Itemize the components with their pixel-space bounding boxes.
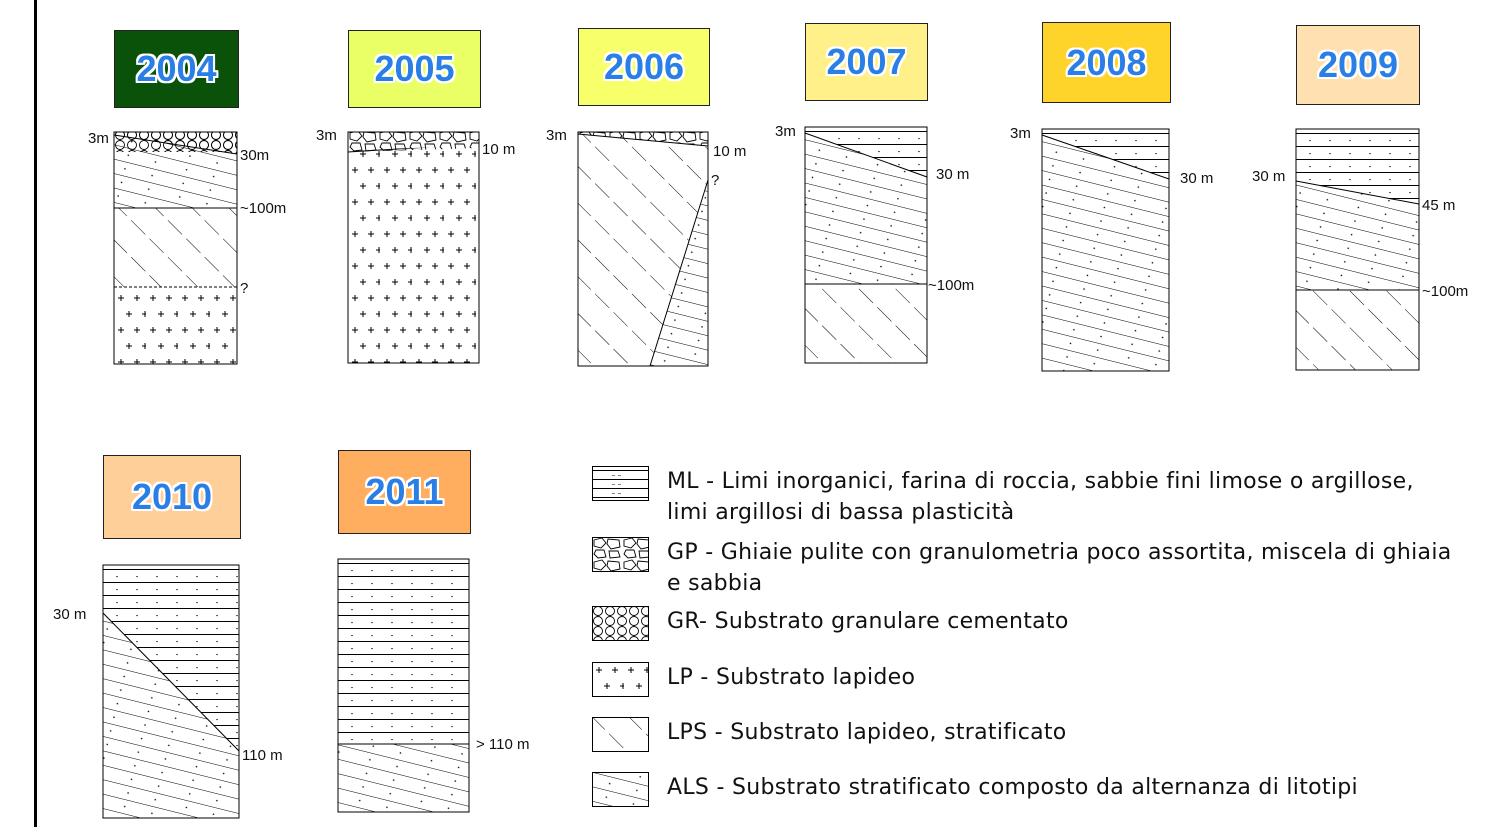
legend-text: GR- Substrato granulare cementato — [667, 609, 1069, 634]
year-box-2007: 2007 — [805, 23, 928, 101]
depth-label: ~100m — [240, 200, 287, 217]
legend-item-lp: LP - Substrato lapideo — [592, 662, 915, 697]
year-label: 2010 — [131, 476, 213, 517]
legend-text: GP - Ghiaie pulite con granulometria poc… — [667, 540, 1452, 565]
depth-label: ~100m — [1422, 283, 1469, 300]
depth-label: 30 m — [1180, 170, 1214, 187]
legend-text: LP - Substrato lapideo — [667, 665, 916, 690]
legend-item-als: ALS - Substrato stratificato composto da… — [592, 772, 1358, 807]
depth-label: ? — [240, 280, 249, 297]
depth-label: > 110 m — [476, 736, 530, 753]
depth-label: 3m — [316, 127, 337, 144]
depth-label: 3m — [546, 127, 567, 144]
depth-label: 30 m — [53, 606, 87, 623]
depth-label: ? — [711, 172, 720, 189]
log-column-2008 — [1041, 128, 1170, 372]
legend-text: ML - Limi inorganici, farina di roccia, … — [667, 469, 1414, 494]
depth-label: 10 m — [482, 141, 516, 158]
gr-pattern-icon — [592, 606, 649, 641]
legend-text-cont: e sabbia — [667, 571, 763, 596]
year-box-2010: 2010 — [103, 455, 241, 539]
als-pattern-icon — [592, 772, 649, 807]
log-column-2011 — [337, 558, 470, 813]
depth-label: 10 m — [713, 143, 747, 160]
log-column-2005 — [347, 131, 480, 364]
log-column-2010 — [102, 564, 240, 819]
year-box-2005: 2005 — [348, 30, 481, 108]
gp-pattern-icon — [592, 537, 649, 572]
depth-label: 110 m — [242, 747, 283, 764]
year-box-2008: 2008 — [1042, 22, 1171, 103]
year-label: 2008 — [1066, 41, 1147, 83]
depth-label: ~100m — [928, 277, 975, 294]
log-column-2009 — [1295, 128, 1420, 371]
year-label: 2011 — [365, 471, 444, 512]
depth-label: 30 m — [936, 166, 970, 183]
year-label: 2006 — [603, 46, 685, 87]
depth-label: 3m — [88, 130, 109, 147]
log-column-2007 — [804, 126, 928, 364]
year-label: 2007 — [826, 41, 907, 82]
depth-label: 45 m — [1422, 197, 1456, 214]
lps-pattern-icon — [592, 717, 649, 752]
ml-pattern-icon — [592, 466, 649, 501]
legend-text: ALS - Substrato stratificato composto da… — [667, 775, 1358, 800]
log-column-2006 — [577, 131, 709, 367]
year-box-2009: 2009 — [1296, 25, 1420, 105]
depth-label: 3m — [1010, 125, 1031, 142]
legend-item-gp: GP - Ghiaie pulite con granulometria poc… — [592, 537, 1452, 599]
year-label: 2005 — [374, 48, 455, 89]
left-border-line — [34, 0, 37, 827]
depth-label: 3m — [775, 123, 796, 140]
year-box-2011: 2011 — [338, 450, 471, 534]
year-label: 2004 — [136, 48, 217, 89]
legend-text-cont: limi argillosi di bassa plasticità — [667, 500, 1015, 525]
depth-label: 30 m — [1252, 168, 1286, 185]
year-box-2004: 2004 — [114, 30, 239, 108]
depth-label: 30m — [240, 147, 270, 164]
legend-item-ml: ML - Limi inorganici, farina di roccia, … — [592, 466, 1414, 528]
legend-item-lps: LPS - Substrato lapideo, stratificato — [592, 717, 1067, 752]
legend-item-gr: GR- Substrato granulare cementato — [592, 606, 1069, 641]
legend-text: LPS - Substrato lapideo, stratificato — [667, 720, 1067, 745]
lp-pattern-icon — [592, 662, 649, 697]
year-box-2006: 2006 — [578, 28, 710, 106]
year-label: 2009 — [1317, 44, 1399, 85]
log-column-2004 — [113, 131, 238, 365]
